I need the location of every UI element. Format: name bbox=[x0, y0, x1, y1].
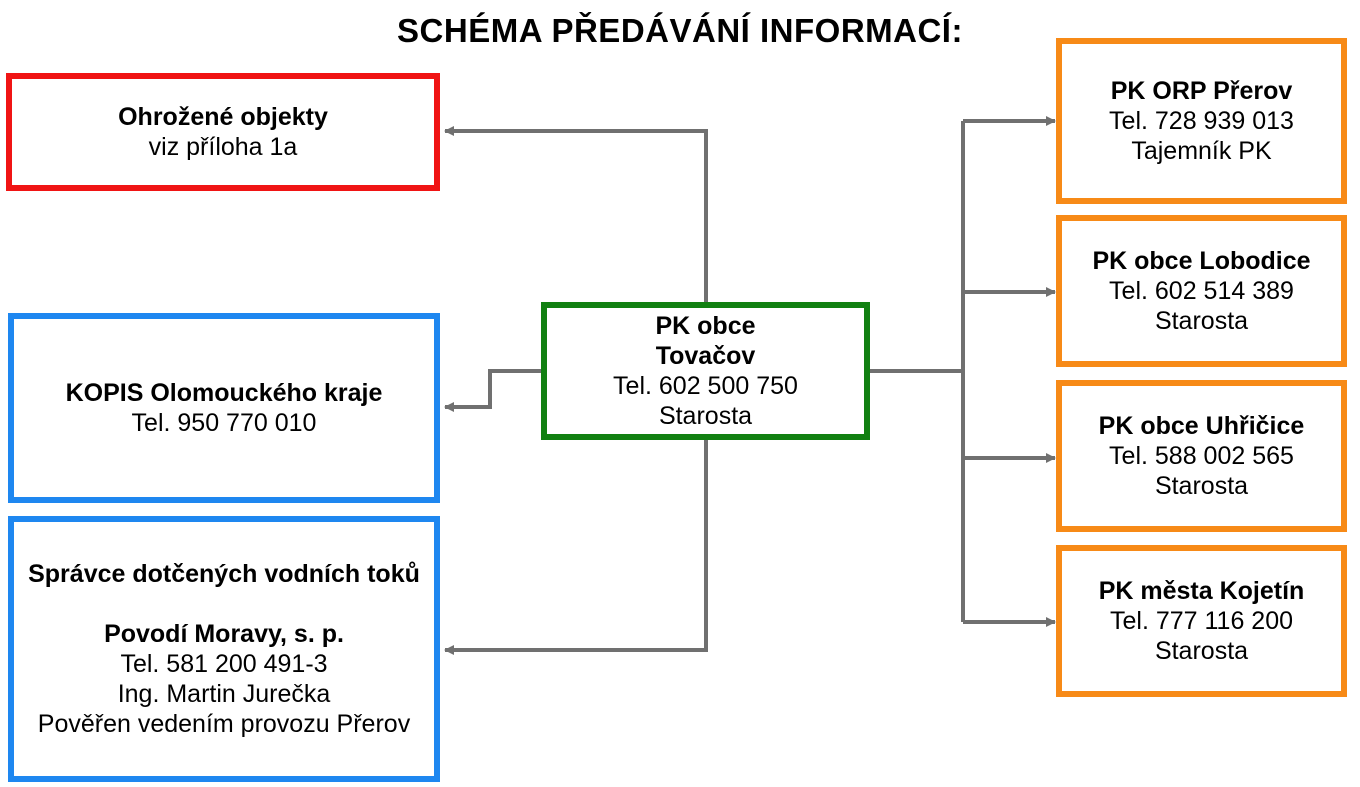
kopis-name: KOPIS Olomouckého kraje bbox=[65, 379, 383, 407]
lobodice-name: PK obce Lobodice bbox=[1092, 247, 1311, 275]
diagram-title: SCHÉMA PŘEDÁVÁNÍ INFORMACÍ: bbox=[397, 12, 963, 49]
threatened-objects-name: Ohrožené objekty bbox=[118, 103, 328, 131]
uhricice-role: Starosta bbox=[1154, 472, 1249, 500]
arrow-to-water-manager bbox=[444, 438, 708, 655]
water-manager-person: Ing. Martin Jurečka bbox=[117, 680, 331, 708]
water-manager-heading: Správce dotčených vodních toků bbox=[28, 560, 420, 588]
uhricice-tel: Tel. 588 002 565 bbox=[1109, 442, 1294, 470]
kojetin-name: PK města Kojetín bbox=[1098, 577, 1305, 605]
threatened-objects-box: Ohrožené objekty viz příloha 1a bbox=[6, 73, 440, 191]
center-name-line1: PK obce bbox=[655, 312, 756, 340]
center-role: Starosta bbox=[658, 402, 753, 430]
orp-prerov-name: PK ORP Přerov bbox=[1110, 77, 1293, 105]
orp-prerov-role: Tajemník PK bbox=[1131, 137, 1272, 165]
kopis-box: KOPIS Olomouckého kraje Tel. 950 770 010 bbox=[8, 313, 440, 503]
kojetin-role: Starosta bbox=[1154, 637, 1249, 665]
center-name-line2: Tovačov bbox=[655, 342, 756, 370]
kojetin-tel: Tel. 777 116 200 bbox=[1109, 607, 1294, 635]
water-manager-role: Pověřen vedením provozu Přerov bbox=[37, 710, 411, 738]
center-tel: Tel. 602 500 750 bbox=[613, 372, 798, 400]
threatened-objects-note: viz příloha 1a bbox=[148, 133, 298, 161]
lobodice-box: PK obce Lobodice Tel. 602 514 389 Staros… bbox=[1056, 215, 1347, 367]
orp-prerov-tel: Tel. 728 939 013 bbox=[1109, 107, 1294, 135]
uhricice-box: PK obce Uhřičice Tel. 588 002 565 Staros… bbox=[1056, 380, 1347, 532]
lobodice-role: Starosta bbox=[1154, 307, 1249, 335]
lobodice-tel: Tel. 602 514 389 bbox=[1109, 277, 1294, 305]
arrow-to-kopis bbox=[444, 369, 544, 412]
water-manager-box: Správce dotčených vodních toků Povodí Mo… bbox=[8, 516, 440, 782]
uhricice-name: PK obce Uhřičice bbox=[1098, 412, 1305, 440]
kopis-tel: Tel. 950 770 010 bbox=[131, 409, 317, 437]
kojetin-box: PK města Kojetín Tel. 777 116 200 Staros… bbox=[1056, 545, 1347, 697]
water-manager-tel: Tel. 581 200 491-3 bbox=[120, 650, 328, 678]
arrow-to-threatened-objects bbox=[444, 126, 708, 304]
center-box-tovacov: PK obce Tovačov Tel. 602 500 750 Starost… bbox=[541, 302, 870, 440]
orp-prerov-box: PK ORP Přerov Tel. 728 939 013 Tajemník … bbox=[1056, 38, 1347, 204]
water-manager-org: Povodí Moravy, s. p. bbox=[104, 620, 344, 648]
